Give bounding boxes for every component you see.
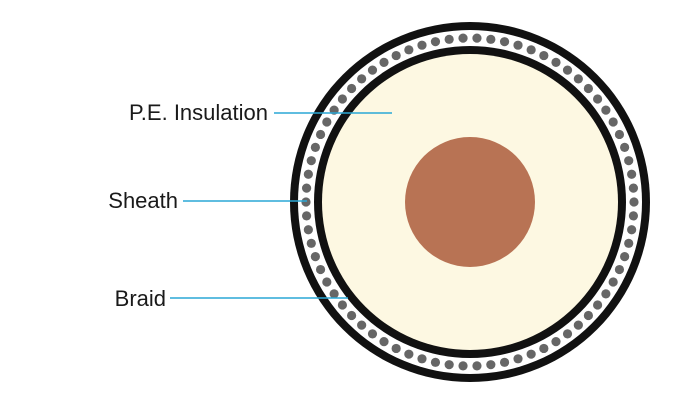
conductor-core	[405, 137, 535, 267]
braid-strand	[347, 83, 357, 94]
braid-strand	[614, 129, 625, 140]
braid-strand	[593, 300, 603, 310]
braid-strand	[620, 252, 630, 262]
braid-strand	[608, 117, 618, 127]
braid-strand	[624, 238, 634, 248]
braid-strand	[627, 169, 637, 179]
braid-strand	[539, 50, 549, 61]
braid-strand	[486, 34, 496, 44]
braid-strand	[301, 211, 312, 221]
braid-strand	[337, 94, 347, 104]
braid-strand	[486, 360, 496, 370]
braid-strand	[601, 289, 611, 299]
braid-strand	[417, 40, 427, 50]
braid-strand	[367, 329, 378, 339]
braid-strand	[551, 57, 561, 67]
braid-strand	[499, 357, 510, 367]
braid-strand	[444, 360, 454, 370]
braid-strand	[472, 361, 482, 371]
braid-strand	[430, 357, 441, 367]
braid-strand	[526, 349, 536, 359]
braid-strand	[526, 45, 536, 55]
braid-strand	[337, 300, 347, 310]
braid-strand	[306, 238, 316, 248]
braid-strand	[379, 337, 389, 347]
braid-strand	[601, 105, 611, 115]
braid-strand	[357, 320, 367, 330]
braid-strand	[315, 264, 326, 275]
sheath-label: Sheath	[108, 188, 178, 213]
braid-strand	[629, 197, 639, 207]
braid-strand	[458, 33, 468, 43]
braid-strand	[499, 37, 510, 47]
braid-strand	[614, 264, 625, 275]
braid-strand	[551, 337, 561, 347]
braid-strand	[322, 277, 332, 287]
braid-strand	[404, 45, 414, 55]
braid-strand	[315, 129, 326, 140]
braid-strand	[458, 361, 468, 371]
braid-strand	[620, 142, 630, 152]
braid-strand	[627, 225, 637, 235]
braid-strand	[303, 225, 313, 235]
braid-strand	[367, 65, 378, 75]
braid-strand	[593, 94, 603, 104]
braid-strand	[539, 343, 549, 354]
braid-strand	[562, 329, 573, 339]
braid-strand	[391, 343, 401, 354]
braid-strand	[608, 277, 618, 287]
braid-strand	[301, 183, 312, 193]
braid-strand	[303, 169, 313, 179]
braid-strand	[347, 310, 357, 321]
braid-strand	[301, 197, 311, 207]
insulation-label: P.E. Insulation	[129, 100, 268, 125]
braid-strand	[513, 354, 523, 364]
braid-strand	[310, 252, 320, 262]
braid-strand	[583, 83, 594, 94]
braid-strand	[562, 65, 573, 75]
braid-strand	[573, 320, 583, 330]
braid-label: Braid	[115, 286, 166, 311]
braid-strand	[444, 34, 454, 44]
braid-strands	[301, 33, 639, 371]
braid-strand	[322, 117, 332, 127]
braid-strand	[583, 310, 594, 321]
braid-strand	[404, 349, 414, 359]
braid-strand	[472, 33, 482, 43]
braid-strand	[417, 354, 427, 364]
braid-strand	[357, 74, 367, 84]
braid-strand	[379, 57, 389, 67]
braid-strand	[430, 37, 441, 47]
braid-strand	[573, 74, 583, 84]
braid-strand	[624, 156, 634, 166]
braid-strand	[391, 50, 401, 61]
braid-strand	[306, 156, 316, 166]
braid-strand	[628, 211, 639, 221]
braid-strand	[513, 40, 523, 50]
braid-strand	[329, 289, 339, 299]
braid-strand	[310, 142, 320, 152]
braid-strand	[628, 183, 639, 193]
